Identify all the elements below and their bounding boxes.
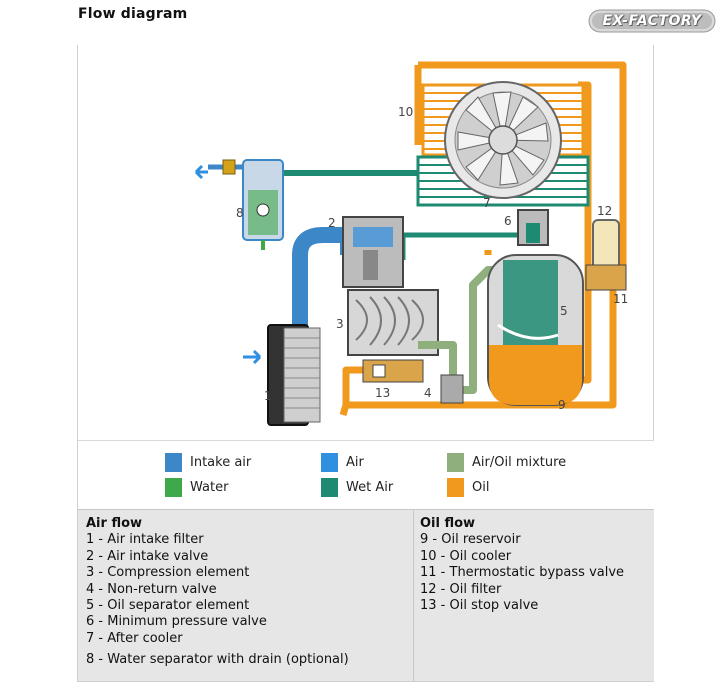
legend-item-water: Water	[165, 478, 228, 497]
num-5: 5	[560, 304, 568, 318]
oil-flow-heading: Oil flow	[420, 516, 476, 531]
logo-text: EX-FACTORY	[602, 13, 702, 29]
air-flow-item: 8 - Water separator with drain (optional…	[86, 652, 349, 668]
num-6: 6	[504, 214, 512, 228]
legend-item-wet-air: Wet Air	[321, 478, 393, 497]
column-divider	[413, 510, 414, 681]
num-9: 9	[558, 398, 566, 412]
legend-label: Air	[346, 455, 364, 470]
legend-label: Intake air	[190, 455, 252, 470]
legend-label: Air/Oil mixture	[472, 455, 567, 470]
oil-flow-item: 11 - Thermostatic bypass valve	[420, 565, 625, 581]
air-flow-item: 4 - Non-return valve	[86, 581, 217, 597]
legend-swatch	[165, 478, 182, 497]
logo-badge-shape	[588, 9, 716, 33]
air-flow-heading: Air flow	[86, 516, 143, 531]
part-numbers: 1 2 3 4 5 6 7 8 9 10 11 12 13	[236, 105, 628, 412]
num-11: 11	[613, 292, 628, 306]
page-title: Flow diagram	[78, 6, 188, 22]
legend-swatch	[321, 478, 338, 497]
legend-item-intake-air: Intake air	[165, 453, 251, 472]
air-oil-mixture-lines	[418, 266, 528, 394]
cooling-fan-icon	[444, 81, 562, 199]
minimum-pressure-valve	[517, 209, 549, 246]
water-separator	[194, 159, 284, 250]
oil-flow-item: 13 - Oil stop valve	[420, 598, 539, 614]
air-intake-valve	[342, 216, 404, 288]
flow-diagram-svg: 1 2 3 4 5 6 7 8 9 10 11 12 13	[194, 61, 628, 426]
legend-swatch	[447, 453, 464, 472]
legend: Intake air Air Air/Oil mixture Water Wet…	[78, 441, 654, 509]
num-8: 8	[236, 206, 244, 220]
content-frame	[77, 45, 654, 682]
oil-filter	[585, 219, 627, 291]
air-flow-item: 1 - Air intake filter	[86, 532, 204, 548]
parts-key-table: Air flow 1 - Air intake filter 2 - Air i…	[78, 509, 654, 681]
air-flow-column: Air flow 1 - Air intake filter 2 - Air i…	[86, 516, 349, 669]
air-flow-item: 2 - Air intake valve	[86, 548, 209, 564]
legend-item-air-oil-mixture: Air/Oil mixture	[447, 453, 566, 472]
legend-swatch	[321, 453, 338, 472]
num-2: 2	[328, 216, 336, 230]
air-intake-filter	[243, 324, 321, 426]
num-12: 12	[597, 204, 612, 218]
air-flow-item: 6 - Minimum pressure valve	[86, 614, 267, 630]
num-7: 7	[483, 196, 491, 210]
legend-item-oil: Oil	[447, 478, 489, 497]
oil-reservoir	[487, 254, 584, 406]
num-1: 1	[264, 389, 272, 403]
legend-swatch	[447, 478, 464, 497]
intake-air-lines	[292, 227, 356, 335]
legend-label: Wet Air	[346, 480, 394, 495]
diagram-divider	[78, 440, 654, 441]
non-return-valve	[440, 374, 464, 404]
air-flow-item: 7 - After cooler	[86, 630, 183, 646]
legend-item-air: Air	[321, 453, 364, 472]
oil-flow-item: 10 - Oil cooler	[420, 548, 512, 564]
oil-flow-item: 12 - Oil filter	[420, 581, 502, 597]
air-flow-item: 3 - Compression element	[86, 565, 250, 581]
num-13: 13	[375, 386, 390, 400]
num-10: 10	[398, 105, 413, 119]
legend-label: Water	[190, 480, 229, 495]
ex-factory-logo: EX-FACTORY	[588, 8, 716, 34]
oil-flow-column: Oil flow 9 - Oil reservoir 10 - Oil cool…	[420, 516, 624, 614]
num-3: 3	[336, 317, 344, 331]
legend-swatch	[165, 453, 182, 472]
oil-stop-valve	[362, 359, 424, 383]
air-flow-item: 5 - Oil separator element	[86, 598, 250, 614]
num-4: 4	[424, 386, 432, 400]
oil-flow-item: 9 - Oil reservoir	[420, 532, 521, 548]
legend-label: Oil	[472, 480, 490, 495]
flow-diagram: 1 2 3 4 5 6 7 8 9 10 11 12 13	[78, 45, 654, 440]
